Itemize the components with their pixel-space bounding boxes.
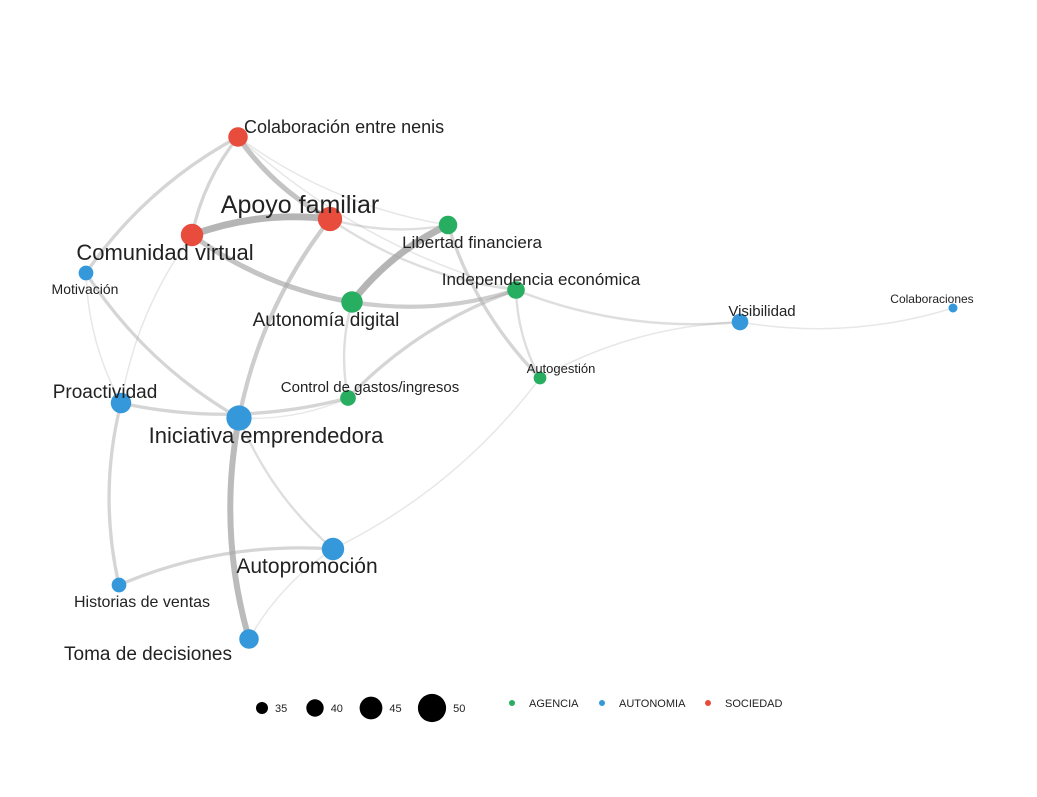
node-label-autonomia-digital: Autonomía digital (253, 310, 400, 331)
edges-layer (84, 134, 954, 642)
edge-autonomia-digital-independencia-economica (349, 287, 519, 309)
node-label-iniciativa: Iniciativa emprendedora (149, 423, 385, 448)
edge-independencia-economica-autogestion (514, 288, 542, 380)
size-legend-dot-50 (417, 693, 447, 723)
group-legend-label-agencia: AGENCIA (529, 698, 579, 710)
node-label-proactividad: Proactividad (53, 382, 158, 403)
edge-colab-nenis-apoyo-familiar (235, 134, 333, 222)
edge-apoyo-familiar-iniciativa (236, 216, 333, 421)
group-legend-dot-autonomia (599, 700, 605, 706)
node-autopromocion[interactable] (321, 537, 345, 561)
edge-comunidad-virtual-proactividad (120, 234, 193, 404)
node-label-control-gastos: Control de gastos/ingresos (281, 379, 459, 396)
node-autogestion[interactable] (533, 371, 547, 385)
edge-iniciativa-autopromocion (237, 416, 335, 551)
edge-proactividad-historias-ventas (107, 401, 123, 587)
size-legend-label-45: 45 (389, 703, 401, 715)
size-legend-label-50: 50 (453, 703, 465, 715)
node-label-toma-decisiones: Toma de decisiones (64, 644, 232, 665)
edge-independencia-economica-visibilidad (514, 288, 742, 326)
edge-apoyo-familiar-libertad-financiera (328, 217, 450, 231)
edge-apoyo-familiar-independencia-economica (328, 217, 518, 292)
group-legend-label-sociedad: SOCIEDAD (725, 698, 783, 710)
size-legend-dot-45 (359, 696, 383, 720)
node-independencia-economica[interactable] (507, 281, 525, 299)
node-label-colab-nenis: Colaboración entre nenis (244, 117, 444, 137)
node-motivacion[interactable] (78, 265, 94, 281)
edge-colab-nenis-independencia-economica (237, 136, 517, 291)
edge-autopromocion-toma-decisiones (248, 548, 334, 640)
node-label-motivacion: Motivación (52, 281, 119, 297)
edge-colab-nenis-comunidad-virtual (190, 135, 240, 237)
edge-colab-nenis-motivacion (84, 135, 240, 275)
edge-visibilidad-colaboraciones (739, 307, 954, 330)
node-iniciativa[interactable] (226, 405, 252, 431)
legend: 35 40 45 50 AGENCIA AUTONOMIA SOCIEDAD (256, 693, 783, 723)
edge-motivacion-proactividad (85, 272, 122, 404)
edge-independencia-economica-control-gastos (346, 288, 518, 400)
node-historias-ventas[interactable] (111, 577, 127, 593)
node-label-autopromocion: Autopromoción (236, 555, 377, 578)
edge-iniciativa-toma-decisiones (227, 415, 252, 642)
node-label-historias-ventas: Historias de ventas (74, 594, 210, 611)
size-legend-dot-35 (256, 702, 268, 714)
size-legend-label-35: 35 (275, 703, 287, 715)
group-legend-label-autonomia: AUTONOMIA (619, 698, 686, 710)
nodes-layer (78, 127, 958, 649)
node-label-comunidad-virtual: Comunidad virtual (76, 240, 253, 265)
node-toma-decisiones[interactable] (239, 629, 259, 649)
size-legend-dot-40 (306, 699, 324, 717)
node-label-libertad-financiera: Libertad financiera (402, 233, 542, 252)
group-legend: AGENCIA AUTONOMIA SOCIEDAD (509, 698, 783, 710)
group-legend-dot-agencia (509, 700, 515, 706)
size-legend: 35 40 45 50 (256, 693, 465, 723)
node-label-visibilidad: Visibilidad (728, 303, 795, 320)
group-legend-dot-sociedad (705, 700, 711, 706)
edge-autopromocion-autogestion (332, 377, 541, 550)
node-apoyo-familiar[interactable] (317, 206, 343, 232)
node-visibilidad[interactable] (731, 313, 749, 331)
node-label-autogestion: Autogestión (527, 361, 596, 376)
node-label-independencia-economica: Independencia económica (442, 270, 641, 289)
edge-apoyo-familiar-comunidad-virtual (188, 213, 334, 239)
node-label-apoyo-familiar: Apoyo familiar (221, 191, 379, 219)
node-libertad-financiera[interactable] (438, 215, 458, 235)
edge-libertad-financiera-autonomia-digital (348, 221, 452, 306)
node-colab-nenis[interactable] (228, 127, 248, 147)
size-legend-label-40: 40 (331, 703, 343, 715)
edge-libertad-financiera-autogestion (446, 223, 542, 380)
node-control-gastos[interactable] (340, 390, 356, 406)
edge-autopromocion-historias-ventas (117, 546, 335, 587)
node-colaboraciones[interactable] (948, 303, 958, 313)
node-label-colaboraciones: Colaboraciones (890, 292, 973, 306)
edge-motivacion-iniciativa (84, 271, 241, 420)
node-autonomia-digital[interactable] (341, 291, 363, 313)
edge-comunidad-virtual-autonomia-digital (189, 232, 355, 305)
edge-visibilidad-autogestion (539, 321, 741, 379)
node-proactividad[interactable] (110, 392, 132, 414)
edge-colab-nenis-libertad-financiera (237, 136, 449, 226)
node-comunidad-virtual[interactable] (180, 223, 204, 247)
